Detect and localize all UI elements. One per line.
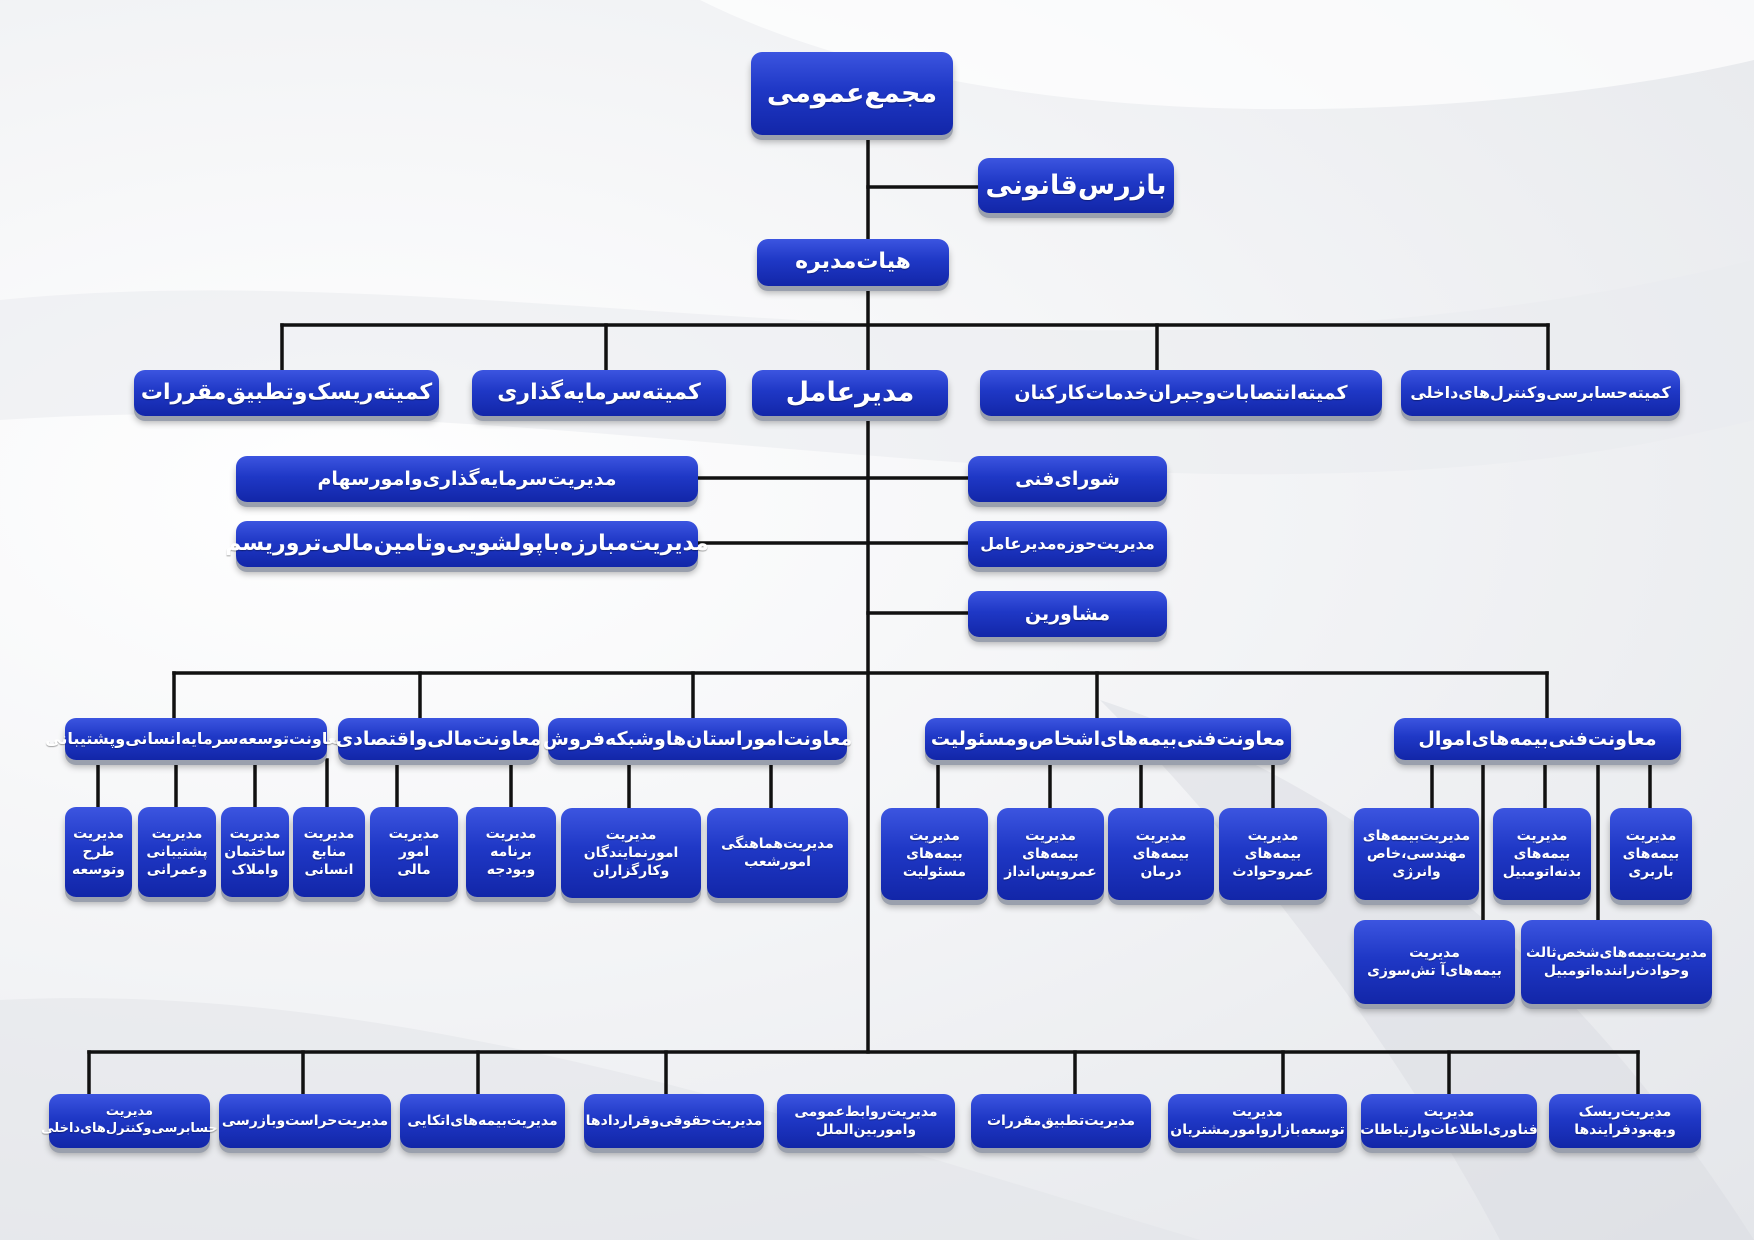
node-reinsurance-management: مدیریت‌بیمه‌های‌اتکایی [400,1094,565,1148]
node-buildings-properties: مدیریت ساختمان واملاک [221,807,289,897]
node-deputy-hr-support: معاونت‌توسعه‌سرمایه‌انسانی‌وپشتیبانی [45,718,347,760]
node-market-development: مدیریت توسعه‌بازاروامورمشتریان [1168,1094,1347,1148]
node-support-construction: مدیریت پشتیبانی وعمرانی [138,807,216,897]
node-life-savings-insurance: مدیریت بیمه‌های عمرو‌پس‌انداز [997,808,1104,900]
node-board-of-directors: هیات‌مدیره [757,239,949,286]
node-it-communications: مدیریت فناوری‌اطلاعات‌وارتباطات [1360,1094,1538,1148]
node-health-insurance: مدیریت بیمه‌های درمان [1108,808,1214,900]
node-engineering-energy-insurance: مدیریت‌بیمه‌های مهندسی،خاص وانرژی [1354,808,1479,900]
node-general-assembly: مجمع‌عمومی [751,52,953,135]
node-fire-insurance: مدیریت بیمه‌های‌آ تش‌سوزی [1354,920,1515,1004]
node-program-budget: مدیریت برنامه وبودجه [466,807,556,897]
node-planning-development: مدیریت طرح وتوسعه [65,807,132,897]
node-investment-committee: کمیته‌سرمایه‌گذاری [472,370,726,416]
node-internal-audit-management: مدیریت حسابرسی‌وکنترل‌های‌داخلی [41,1094,218,1148]
node-agents-brokers: مدیریت امورنمایندگان وکارگزاران [561,808,701,898]
node-legal-contracts: مدیریت‌حقوقی‌وقراردادها [584,1094,764,1148]
node-third-party-insurance: مدیریت‌بیمه‌های‌شخص‌ثالث وحوادث‌راننده‌ا… [1521,920,1712,1004]
node-deputy-finance: معاونت‌مالی‌واقتصادی [336,718,541,760]
node-human-resources: مدیریت منابع انسانی [293,807,365,897]
node-investment-management: مدیریت‌سرمایه‌گذاری‌وامورسهام [236,456,698,502]
node-security-inspection: مدیریت‌حراست‌وبازرسی [219,1094,391,1148]
node-deputy-provinces-sales: معاونت‌اموراستان‌هاوشبکه‌فروش [543,718,852,760]
node-cargo-insurance: مدیریت بیمه‌های باربری [1610,808,1692,900]
node-appointments-committee: کمیته‌انتصابات‌وجبران‌خدمات‌کارکنان [980,370,1382,416]
node-audit-committee: کمیته‌حسابرسی‌وکنترل‌های‌داخلی [1401,370,1680,416]
node-branch-coordination: مدیریت‌هماهنگی امورشعب [707,808,848,898]
node-deputy-property: معاونت‌فنی‌بیمه‌های‌اموال [1394,718,1681,760]
node-risk-process-improvement: مدیریت‌ریسک وبهبودفرایندها [1549,1094,1701,1148]
node-technical-council: شورای‌فنی [968,456,1167,502]
node-public-relations: مدیریت‌روابط‌عمومی وامور‌بین‌الملل [777,1094,955,1148]
node-auto-body-insurance: مدیریت بیمه‌های بدنه‌اتومبیل [1493,808,1591,900]
node-deputy-life-liability: معاونت‌فنی‌بیمه‌های‌اشخاص‌ومسئولیت [925,718,1291,760]
node-liability-insurance: مدیریت بیمه‌های مسئولیت [881,808,988,900]
node-compliance-management: مدیریت‌تطبیق‌مقررات [971,1094,1151,1148]
node-aml-management: مدیریت‌مبارزه‌باپولشویی‌وتامین‌مالی‌ترور… [225,521,709,567]
node-risk-committee: کمیته‌ریسک‌وتطبیق‌مقررات [134,370,439,416]
node-ceo: مدیرعامل [752,370,948,416]
node-legal-inspector: بازرس‌قانونی [978,158,1174,213]
node-life-accident-insurance: مدیریت بیمه‌های عمروحوادث [1219,808,1327,900]
node-advisors: مشاورین [968,591,1167,637]
node-financial-affairs: مدیریت امور مالی [370,807,458,897]
node-ceo-office-management: مدیریت‌حوزه‌مدیرعامل [968,521,1167,567]
